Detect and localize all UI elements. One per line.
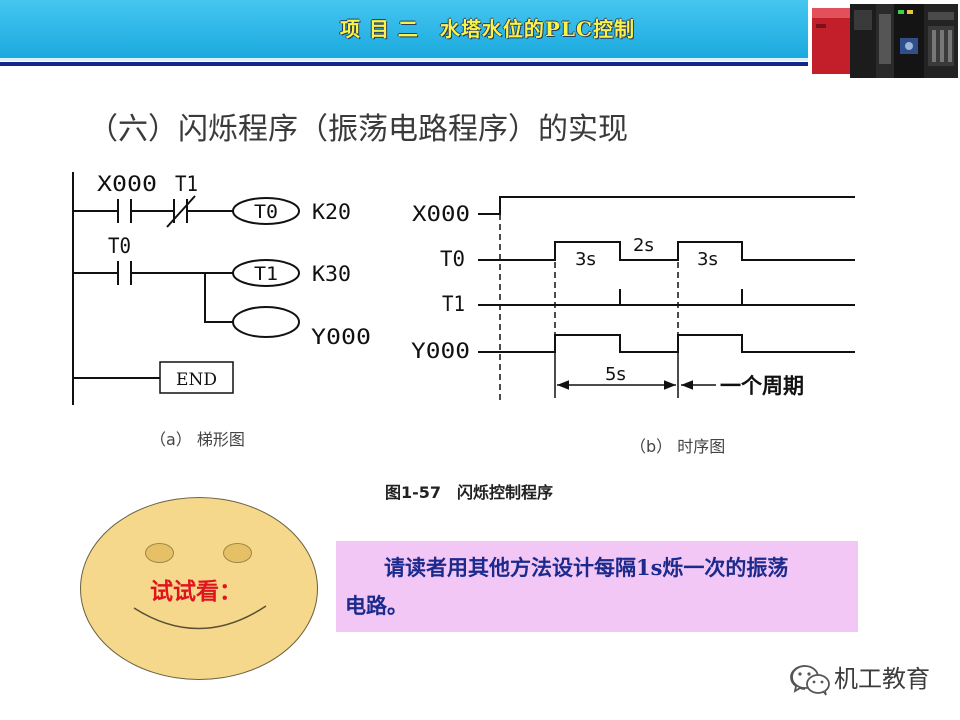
- coil-y000: [232, 306, 300, 338]
- exercise-text-line-2: 电路。: [345, 593, 408, 618]
- header-title: 项 目 二 水塔水位的PLC控制: [340, 17, 635, 41]
- header-band: [0, 0, 808, 58]
- coil-t1-label: T1: [254, 263, 278, 285]
- exercise-text-line-1: 请读者用其他方法设计每隔1s烁一次的振荡: [384, 555, 789, 580]
- ladder-caption: （a） 梯形图: [150, 430, 245, 449]
- signal-label-y000: Y000: [411, 339, 470, 363]
- waveform-x000: [478, 196, 855, 215]
- coil-t0: [232, 197, 300, 225]
- plc-hardware-image: [808, 0, 960, 88]
- timing-diagram: X000 T0 T1 Y000 3s 2s 3s 5s: [411, 196, 855, 400]
- coil-t1: [232, 259, 300, 287]
- slide-title: （六）闪烁程序（振荡电路程序）的实现: [88, 112, 628, 147]
- contact-x000-label: X000: [97, 172, 157, 196]
- period-duration-label: 5s: [605, 364, 626, 385]
- waveform-t1: [478, 289, 855, 306]
- signal-label-t1: T1: [442, 292, 465, 316]
- coil-y000-label: Y000: [311, 325, 371, 349]
- t0-first-on-label: 3s: [575, 249, 596, 270]
- smiley-left-eye: [145, 543, 174, 563]
- contact-t0-label: T0: [108, 234, 131, 258]
- watermark-text: 机工教育: [834, 665, 930, 693]
- contact-t1-label: T1: [175, 172, 198, 196]
- figure-caption: 图1-57 闪烁控制程序: [385, 483, 554, 502]
- t0-second-on-label: 3s: [697, 249, 718, 270]
- smiley-text: 试试看：: [150, 578, 242, 605]
- t0-off-label: 2s: [633, 235, 654, 256]
- coil-t0-label: T0: [254, 201, 278, 223]
- contact-t0-normally-open: [117, 261, 132, 285]
- waveform-t0: [478, 241, 855, 261]
- exercise-box: 请读者用其他方法设计每隔1s烁一次的振荡 电路。: [336, 541, 858, 632]
- signal-label-t0: T0: [440, 247, 465, 271]
- smiley-face: 试试看：: [80, 497, 318, 680]
- wechat-icon: [790, 665, 830, 696]
- end-box: [159, 361, 234, 394]
- waveform-y000: [478, 334, 855, 353]
- end-label: END: [176, 370, 217, 390]
- period-label: 一个周期: [720, 374, 804, 398]
- contact-x000-normally-open: [117, 199, 132, 223]
- coil-t0-constant: K20: [312, 200, 351, 224]
- coil-t1-constant: K30: [312, 262, 351, 286]
- signal-label-x000: X000: [412, 202, 470, 226]
- timing-caption: （b） 时序图: [630, 437, 726, 456]
- smiley-right-eye: [223, 543, 252, 563]
- ladder-diagram: X000 T1 T0 K20 T0 T1 K30 Y000 END: [72, 172, 371, 405]
- header-divider-light: [0, 58, 808, 61]
- smiley-mouth: [133, 605, 267, 630]
- rung-2: [73, 259, 300, 338]
- header-underline: [0, 62, 808, 66]
- rung-end: [73, 361, 234, 394]
- rung-1: [73, 195, 300, 228]
